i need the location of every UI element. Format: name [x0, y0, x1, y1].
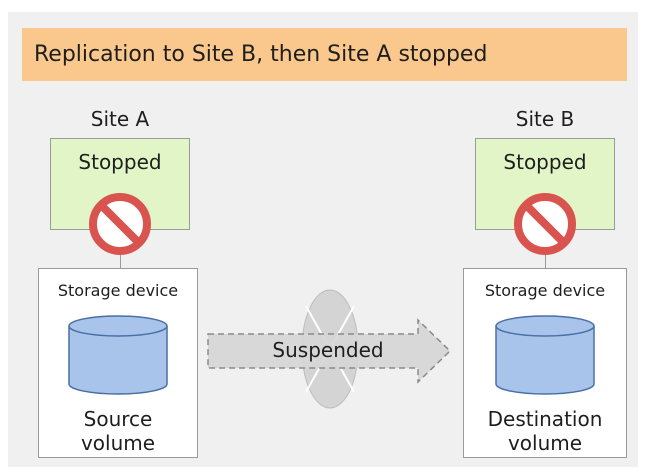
- site-b-label: Site B: [515, 107, 575, 131]
- site-a-storage-device: Storage device Source volume: [38, 268, 198, 458]
- dashed-arrow-icon: [207, 318, 452, 384]
- site-b-volume-line1: Destination: [487, 407, 603, 431]
- site-b-volume-line2: volume: [507, 431, 583, 455]
- site-b-storage-title: Storage device: [484, 281, 606, 300]
- link-status-label: Suspended: [272, 338, 384, 362]
- site-a-volume-line1: Source: [83, 407, 153, 431]
- site-a-server: Stopped: [50, 138, 190, 230]
- diagram-title: Replication to Site B, then Site A stopp…: [22, 28, 627, 81]
- site-a-storage-title: Storage device: [57, 281, 179, 300]
- cylinder-volume-icon: [68, 315, 168, 395]
- site-a-label: Site A: [90, 107, 150, 131]
- cylinder-volume-icon: [495, 315, 595, 395]
- site-a-volume-line2: volume: [80, 431, 156, 455]
- site-a-server-status: Stopped: [78, 150, 162, 174]
- site-b-server-status: Stopped: [503, 150, 587, 174]
- site-b-storage-device: Storage device Destination volume: [463, 268, 627, 458]
- prohibited-icon: [514, 193, 576, 255]
- prohibited-icon: [89, 193, 151, 255]
